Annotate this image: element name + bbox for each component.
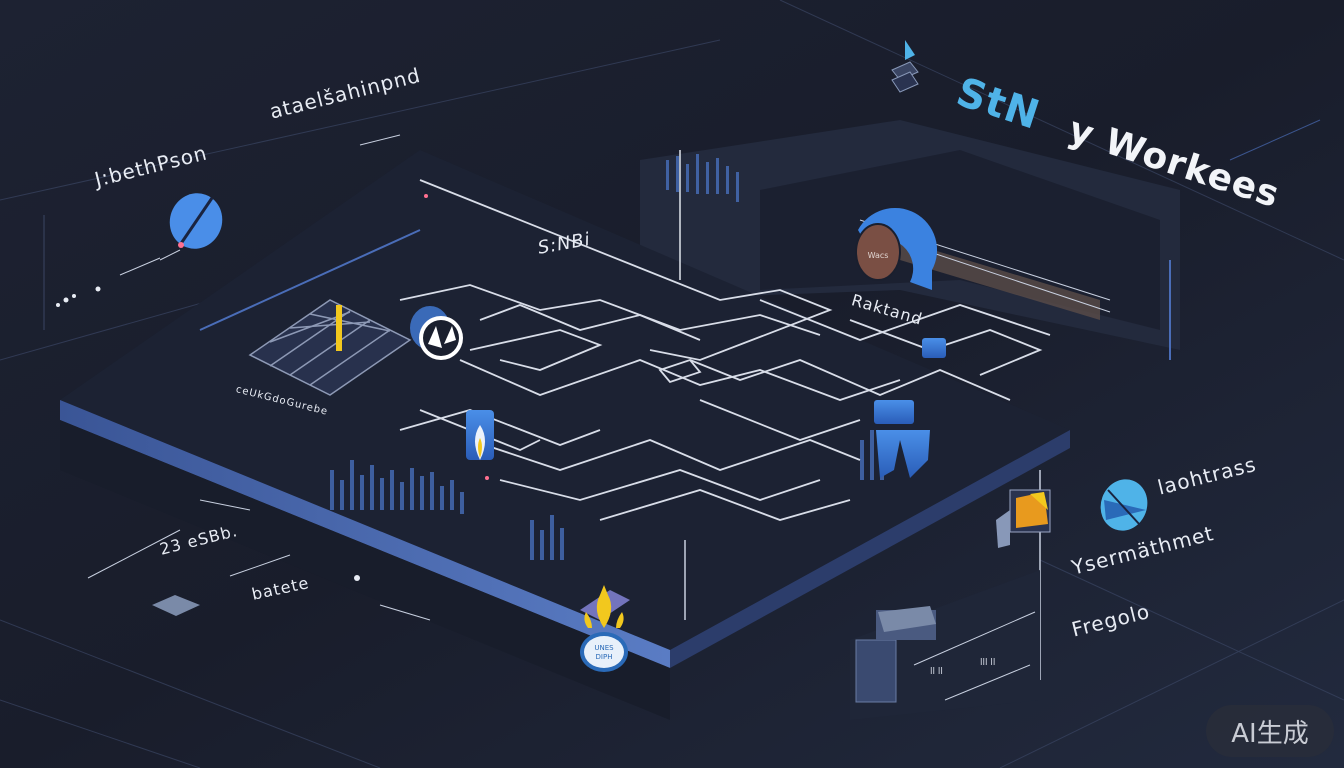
main-platform — [60, 150, 1070, 720]
svg-text:Wacs: Wacs — [868, 251, 889, 260]
cube-icon — [891, 40, 919, 93]
blue-tool-cluster — [874, 400, 930, 478]
svg-text:DIPH: DIPH — [596, 653, 613, 661]
blue-disc-icon — [169, 193, 223, 249]
flame-badge-icon: UNES DIPH — [580, 585, 630, 672]
storage-device: ꞁꞁ ꞁꞁ ꞁꞁꞁ ꞁꞁ — [850, 570, 1040, 720]
orange-box-icon — [996, 489, 1051, 548]
flame-module-icon — [466, 410, 494, 460]
svg-text:UNES: UNES — [594, 644, 614, 652]
circuit-traces — [399, 179, 1051, 521]
tile-icon — [152, 595, 200, 616]
emblem-icon — [410, 306, 463, 360]
yellow-marker — [336, 305, 342, 351]
cyan-logo-icon — [1100, 479, 1148, 531]
connector-icon — [922, 338, 946, 358]
svg-text:ꞁꞁꞁ ꞁꞁ: ꞁꞁꞁ ꞁꞁ — [980, 656, 995, 666]
waveform-bars — [330, 154, 884, 560]
ai-generated-watermark: AI生成 — [1206, 705, 1334, 757]
coin-badge: Wacs — [855, 207, 938, 290]
svg-text:ꞁꞁ ꞁꞁ: ꞁꞁ ꞁꞁ — [930, 665, 943, 675]
